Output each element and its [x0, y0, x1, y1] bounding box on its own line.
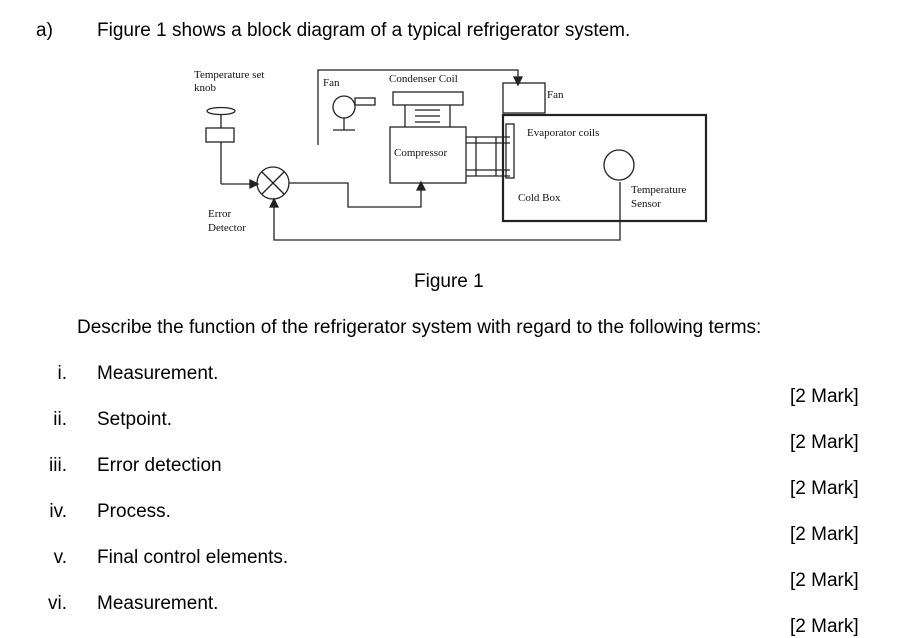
error-detector-symbol	[256, 166, 290, 200]
item-term: Setpoint.	[97, 409, 172, 430]
label-compressor: Compressor	[394, 147, 448, 159]
condenser-coil-icon	[392, 91, 464, 127]
item-mark: [2 Mark]	[790, 570, 859, 591]
label-error-detector-1: Error	[208, 208, 232, 220]
label-temp-sensor-1: Temperature	[631, 184, 687, 196]
label-temp-sensor-2: Sensor	[631, 198, 661, 210]
item-mark: [2 Mark]	[790, 478, 859, 499]
temperature-sensor-icon	[603, 149, 635, 181]
setpoint-knob-icon	[206, 106, 236, 116]
label-fan-right: Fan	[547, 89, 564, 101]
label-condenser-coil: Condenser Coil	[389, 73, 458, 85]
label-evaporator-coils: Evaporator coils	[527, 127, 599, 139]
refrigerator-block-diagram: Temperature set knob Fan Condenser Coil …	[194, 69, 708, 241]
fan-right-box	[502, 82, 546, 114]
instruction-text: Describe the function of the refrigerato…	[77, 317, 762, 338]
label-error-detector-2: Detector	[208, 222, 246, 234]
item-term: Final control elements.	[97, 547, 289, 568]
item-mark: [2 Mark]	[790, 616, 859, 637]
label-fan-left: Fan	[323, 77, 340, 89]
item-term: Process.	[97, 501, 171, 522]
item-mark: [2 Mark]	[790, 432, 859, 453]
question-intro: Figure 1 shows a block diagram of a typi…	[97, 20, 631, 41]
fan-left-icon	[332, 95, 376, 131]
item-term: Measurement.	[97, 363, 219, 384]
label-temp-set-knob-1: Temperature set	[194, 69, 264, 81]
label-cold-box: Cold Box	[518, 192, 561, 204]
compressor-box	[389, 126, 467, 184]
figure-caption: Figure 1	[414, 271, 484, 292]
cold-box-outline	[501, 113, 708, 223]
item-numeral: i.	[57, 363, 68, 384]
item-mark: [2 Mark]	[790, 386, 859, 407]
item-numeral: vi.	[48, 593, 67, 614]
item-numeral: ii.	[53, 409, 67, 430]
item-numeral: v.	[53, 547, 67, 568]
item-term: Measurement.	[97, 593, 219, 614]
item-numeral: iv.	[49, 501, 67, 522]
item-mark: [2 Mark]	[790, 524, 859, 545]
item-term: Error detection	[97, 455, 222, 476]
label-temp-set-knob-2: knob	[194, 82, 217, 94]
item-numeral: iii.	[49, 455, 67, 476]
part-label: a)	[36, 20, 53, 41]
setpoint-knob-body	[205, 127, 235, 143]
